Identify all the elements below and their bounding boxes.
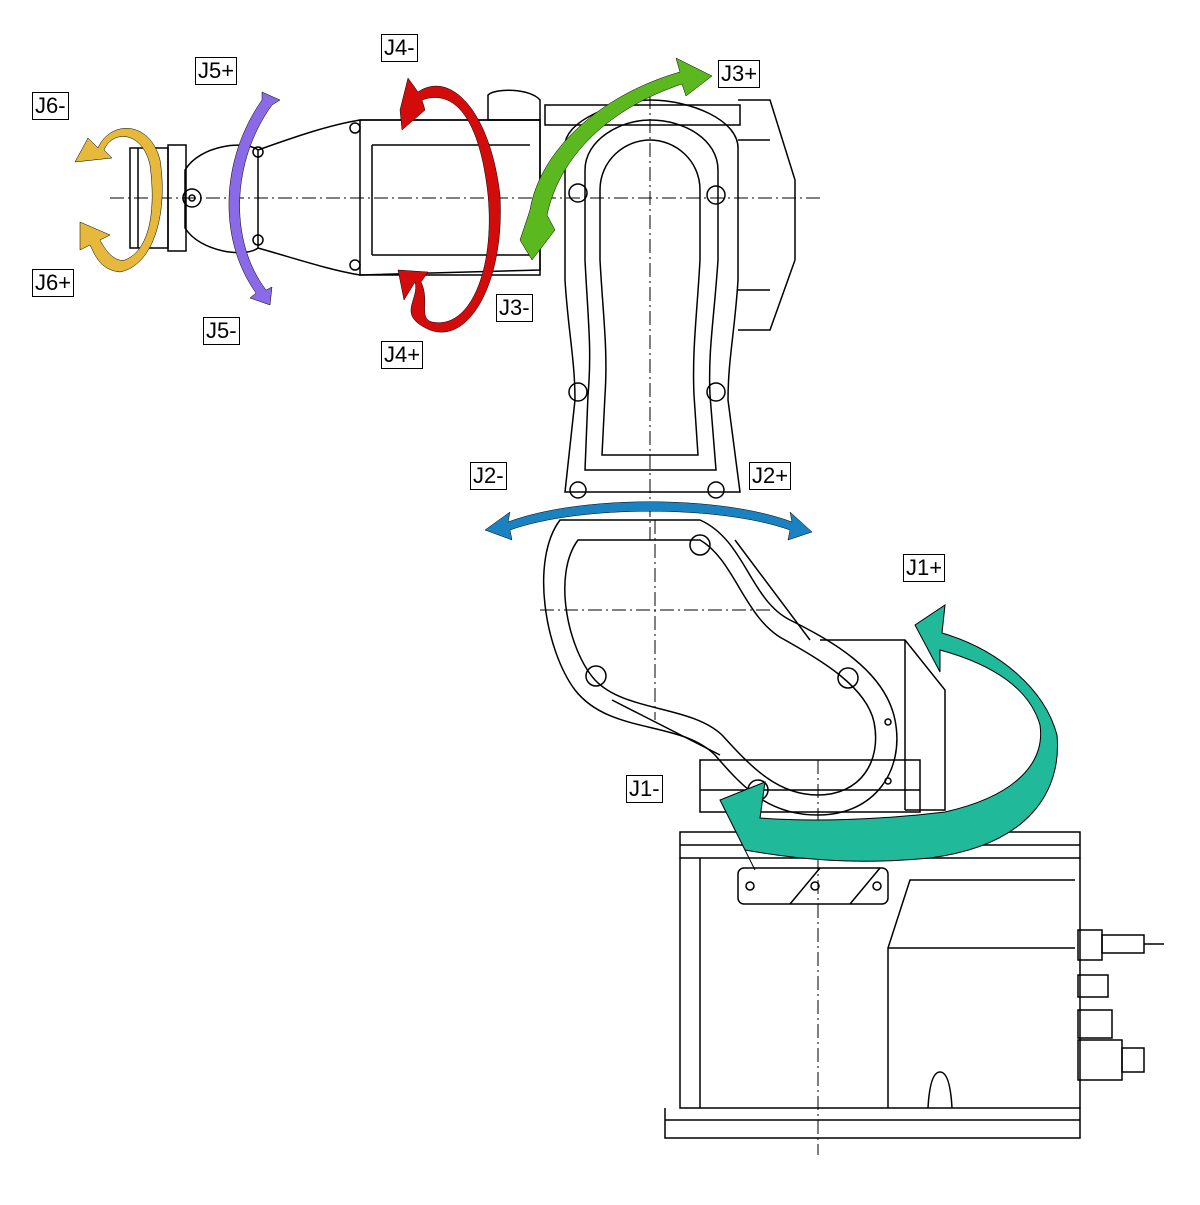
upper-arm	[544, 99, 796, 499]
j6-rotation-arrow	[74, 128, 163, 273]
label-j3-plus: J3+	[718, 60, 761, 88]
label-j5-minus: J5-	[203, 317, 240, 345]
j2-rotation-arrow	[484, 501, 813, 541]
robot-base	[664, 831, 1164, 1139]
label-j1-minus: J1-	[626, 775, 663, 803]
label-j3-minus: J3-	[496, 294, 533, 322]
label-j1-plus: J1+	[903, 554, 946, 582]
j3-rotation-arrow	[519, 57, 713, 261]
lower-arm	[542, 519, 946, 816]
motion-arrows	[74, 57, 1058, 871]
label-j6-plus: J6+	[32, 269, 75, 297]
label-j5-plus: J5+	[195, 57, 238, 85]
label-j2-minus: J2-	[470, 462, 507, 490]
j4-rotation-arrow	[397, 77, 501, 333]
label-j6-minus: J6-	[32, 92, 69, 120]
label-j4-plus: J4+	[381, 341, 424, 369]
wrist	[129, 144, 259, 254]
centerlines	[110, 95, 820, 1155]
label-j2-plus: J2+	[749, 462, 792, 490]
j5-rotation-arrow	[228, 91, 281, 306]
label-j4-minus: J4-	[381, 34, 418, 62]
j1-rotation-arrow	[719, 603, 1058, 871]
